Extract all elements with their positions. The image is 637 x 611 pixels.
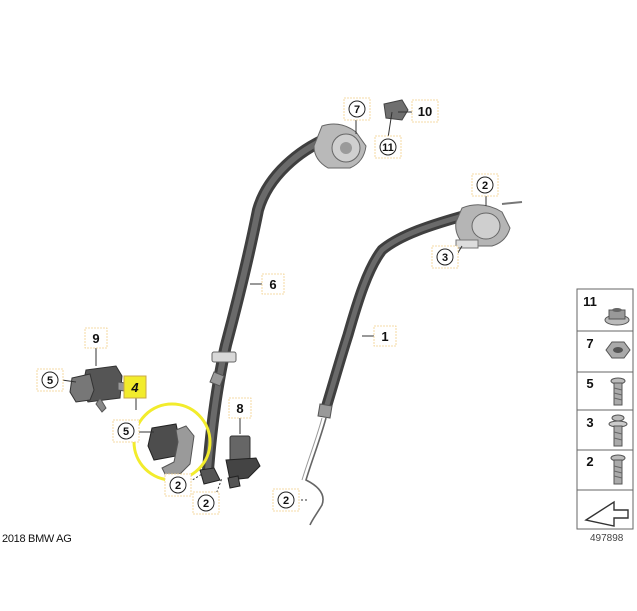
callout-1[interactable]: 1	[373, 325, 397, 347]
document-number: 497898	[590, 533, 624, 544]
callout-8[interactable]: 8	[228, 397, 252, 419]
callout-2-top-right[interactable]: 2	[471, 173, 499, 197]
legend-row-2[interactable]: 2	[586, 454, 626, 485]
cover-cap-10[interactable]	[383, 99, 409, 121]
legend-row-3[interactable]: 3	[586, 414, 628, 447]
svg-text:7: 7	[354, 104, 360, 116]
hex-nut-icon	[605, 341, 631, 359]
buckle-assembly-9[interactable]	[69, 365, 133, 413]
svg-text:2: 2	[283, 495, 289, 507]
bolt-icon	[610, 454, 626, 485]
callout-2-bottom-mid[interactable]: 2	[192, 491, 220, 515]
callout-6[interactable]: 6	[261, 273, 285, 295]
svg-text:3: 3	[442, 252, 448, 264]
legend-row-11[interactable]: 11	[583, 294, 630, 326]
callout-10[interactable]: 10	[411, 99, 439, 123]
hardware-legend: 11 7 5	[576, 288, 634, 530]
svg-text:2: 2	[203, 498, 209, 510]
callout-2-bottom-right[interactable]: 2	[272, 488, 300, 512]
svg-text:8: 8	[236, 401, 243, 416]
legend-row-7[interactable]: 7	[586, 336, 631, 359]
svg-text:10: 10	[418, 104, 432, 119]
svg-text:2: 2	[482, 180, 488, 192]
svg-text:11: 11	[583, 294, 597, 309]
callout-5-mid[interactable]: 5	[112, 419, 140, 443]
svg-text:5: 5	[123, 426, 129, 438]
svg-text:3: 3	[586, 415, 593, 430]
callout-4[interactable]: 4	[123, 375, 147, 399]
svg-text:11: 11	[382, 142, 394, 154]
svg-text:7: 7	[586, 336, 593, 351]
svg-text:5: 5	[586, 376, 593, 391]
callout-2-bottom-left[interactable]: 2	[164, 473, 192, 497]
svg-text:9: 9	[92, 331, 99, 346]
rear-seat-belt-right[interactable]	[301, 208, 476, 526]
upper-retractor[interactable]	[313, 123, 367, 169]
callout-3[interactable]: 3	[431, 245, 459, 269]
callout-9[interactable]: 9	[84, 327, 108, 349]
buckle-4[interactable]	[147, 423, 195, 477]
callout-11[interactable]: 11	[374, 135, 402, 159]
right-retractor[interactable]	[455, 201, 523, 249]
buckle-8[interactable]	[225, 435, 261, 489]
svg-text:1: 1	[381, 329, 388, 344]
legend-row-5[interactable]: 5	[586, 376, 626, 406]
copyright-text: 2018 BMW AG	[2, 533, 72, 545]
callout-7[interactable]: 7	[343, 97, 371, 121]
arrow-symbol-icon	[584, 500, 629, 527]
callout-5-left[interactable]: 5	[36, 368, 64, 392]
svg-text:5: 5	[47, 375, 53, 387]
svg-text:2: 2	[175, 480, 181, 492]
bolt-with-collar-icon	[608, 414, 628, 447]
svg-text:2: 2	[586, 454, 593, 469]
svg-text:6: 6	[269, 277, 276, 292]
flange-nut-icon	[604, 308, 630, 326]
svg-text:4: 4	[130, 380, 139, 395]
lower-anchor-6[interactable]	[199, 467, 221, 485]
bolt-icon	[610, 377, 626, 406]
rear-seat-belt-left[interactable]	[202, 132, 334, 476]
